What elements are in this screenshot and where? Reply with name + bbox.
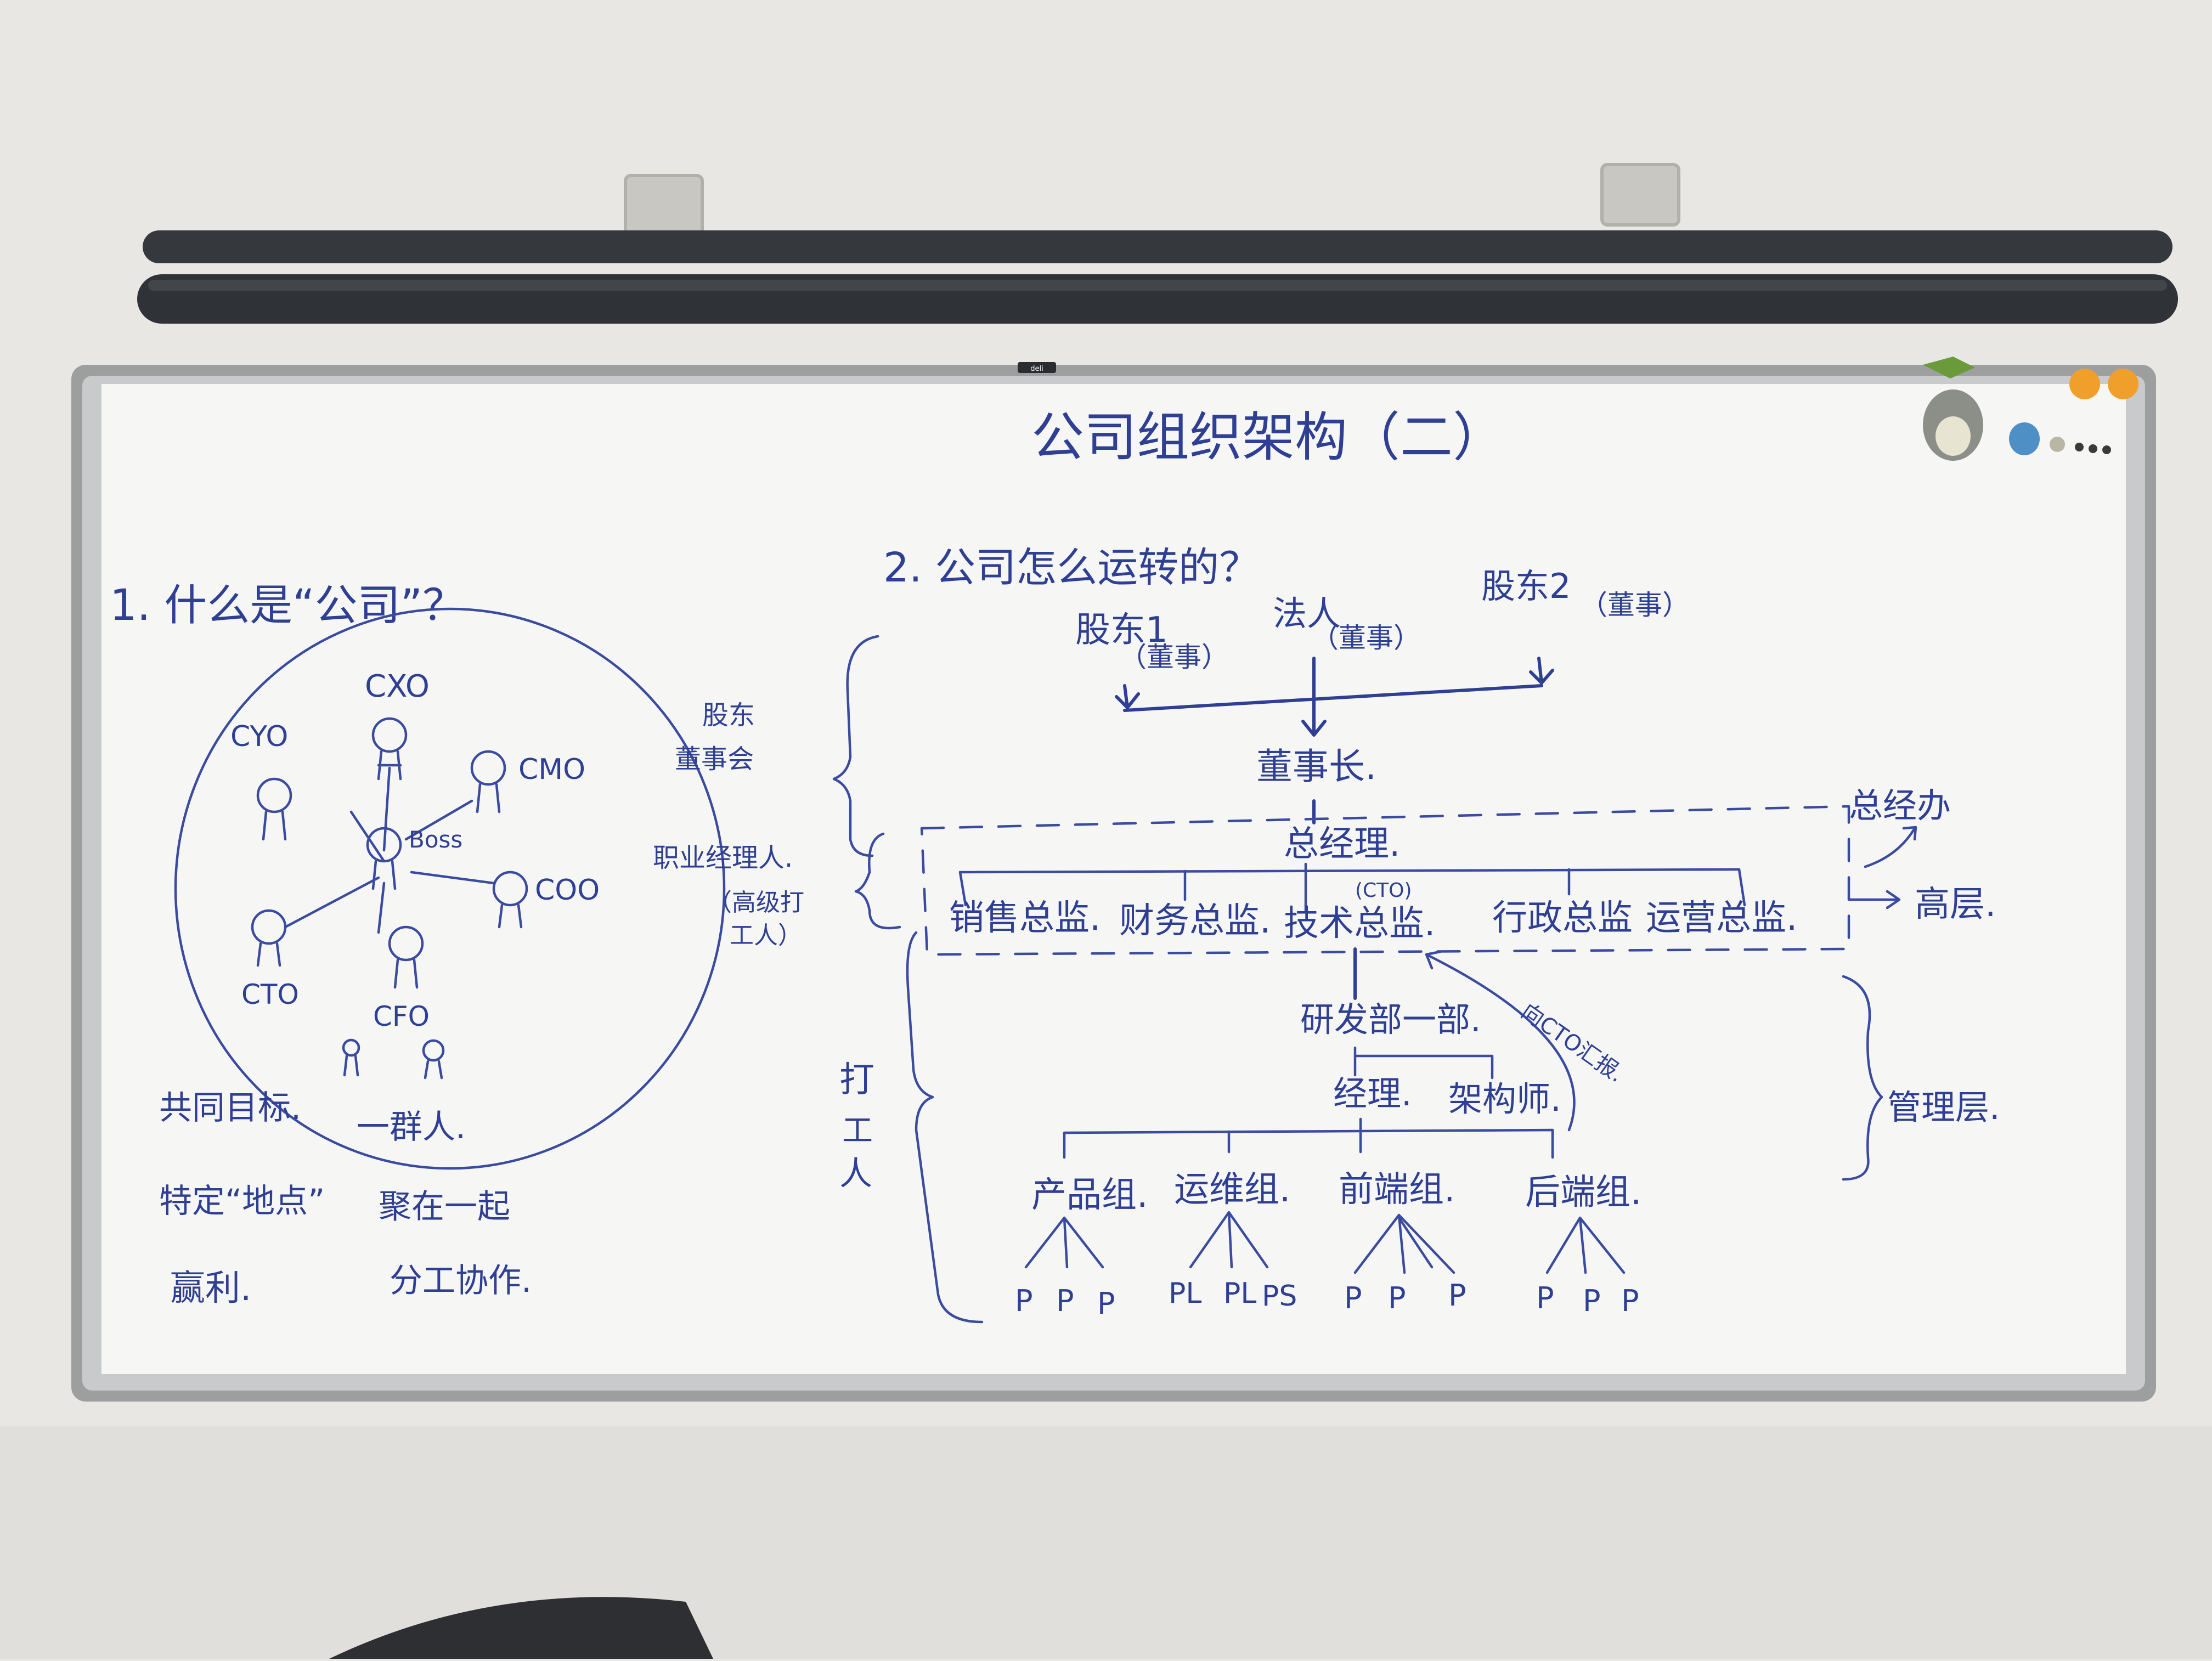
legal-person-tag: （董事） [1311, 622, 1421, 654]
company-circle: CXO CYO CMO Boss COO CTO CFO [174, 607, 726, 1170]
totoro-sticker [1923, 357, 2111, 461]
label-worker-3: 人 [839, 1155, 872, 1193]
group-product: 产品组. [1031, 1175, 1148, 1216]
section2-heading: 2. 公司怎么运转的？ [883, 544, 1260, 591]
note-1b: 一群人. [357, 1108, 466, 1146]
shareholder-1: 股东1 [1075, 610, 1168, 651]
gm-office: 总经办 [1849, 786, 1951, 826]
shareholder-2-tag: （董事） [1580, 589, 1690, 621]
role-cmo: CMO [518, 753, 585, 786]
org-chart: 股东1 （董事） 法人 （董事） 股东2 （董事） 董事长. 总经理. 总经办 … [920, 566, 2000, 1321]
chairman: 董事长. [1256, 745, 1376, 788]
general-manager: 总经理. [1284, 824, 1400, 865]
label-top-level: 高层. [1915, 884, 1996, 925]
member: PL [1169, 1277, 1201, 1310]
dept-manager: 经理. [1333, 1074, 1412, 1114]
label-management: 管理层. [1887, 1087, 2000, 1127]
director-tech: 技术总监. [1284, 903, 1435, 944]
member: PS [1262, 1280, 1297, 1313]
rnd-dept: 研发部一部. [1300, 999, 1481, 1039]
note-2a: 特定“地点” [159, 1182, 325, 1221]
chair [329, 1597, 713, 1659]
member: P [1015, 1284, 1033, 1318]
member: P [1097, 1286, 1115, 1321]
projector-screen [137, 163, 2178, 324]
section1-heading: 1. 什么是“公司”？ [110, 581, 465, 630]
label-pro-manager: 职业经理人. [653, 843, 793, 873]
label-worker-2: 工 [842, 1113, 873, 1149]
label-pro-manager-2: （高级打 [708, 889, 804, 917]
member: P [1056, 1284, 1074, 1318]
member: P [1583, 1284, 1601, 1318]
director-admin: 行政总监 [1492, 898, 1633, 939]
label-pro-manager-3: 工人） [730, 922, 802, 950]
member: P [1621, 1284, 1639, 1318]
note-3a: 赢利. [170, 1268, 251, 1309]
role-boss: Boss [409, 826, 462, 853]
cto-tag: (CTO) [1355, 879, 1412, 902]
role-cyo: CYO [230, 720, 288, 753]
group-frontend: 前端组. [1339, 1170, 1455, 1210]
legal-person: 法人 [1273, 594, 1341, 634]
label-board: 董事会 [675, 744, 754, 775]
whiteboard: deli [71, 357, 2156, 1402]
director-finance: 财务总监. [1119, 901, 1271, 941]
label-shareholder: 股东 [702, 700, 755, 731]
note-2b: 聚在一起 [379, 1188, 510, 1226]
group-backend: 后端组. [1525, 1172, 1641, 1213]
director-operations: 运营总监. [1646, 898, 1797, 939]
member: P [1388, 1281, 1406, 1315]
group-ops: 运维组. [1174, 1170, 1290, 1210]
shareholder-1-tag: （董事） [1119, 641, 1229, 673]
company-notes: 共同目标. 一群人. 特定“地点” 聚在一起 赢利. 分工协作. [159, 1089, 532, 1309]
role-cfo: CFO [373, 1001, 430, 1032]
member: P [1536, 1281, 1554, 1315]
board-title: 公司组织架构（二） [1031, 406, 1505, 468]
note-3b: 分工协作. [390, 1262, 532, 1300]
member: PL [1223, 1277, 1256, 1310]
role-cto: CTO [241, 979, 299, 1010]
brand-label: deli [1030, 365, 1043, 373]
label-worker-1: 打 [839, 1060, 874, 1100]
role-cxo: CXO [365, 669, 430, 704]
team-members: P P P PL PL PS P P P P P P [1015, 1277, 1639, 1321]
member: P [1344, 1281, 1362, 1315]
member: P [1448, 1278, 1466, 1313]
shareholder-2: 股东2 [1481, 566, 1571, 606]
left-braces: 股东 董事会 职业经理人. （高级打 工人） 打 工 人 [653, 635, 984, 1324]
director-sales: 销售总监. [949, 898, 1101, 939]
note-1a: 共同目标. [159, 1089, 301, 1127]
dept-architect: 架构师. [1448, 1079, 1561, 1119]
role-coo: COO [535, 874, 600, 907]
